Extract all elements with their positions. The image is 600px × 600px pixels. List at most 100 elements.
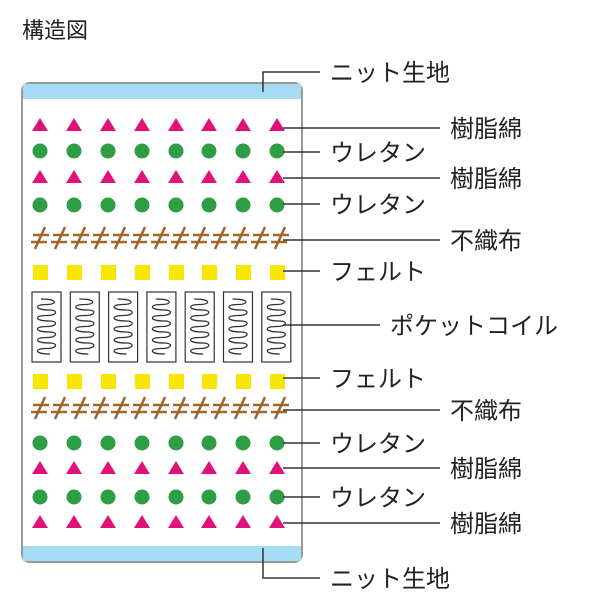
layer-label: ウレタン [330, 191, 426, 219]
circle-mark [168, 143, 184, 159]
hash-mark [271, 226, 289, 250]
layer-circle: ウレタン [32, 191, 426, 219]
circle-mark [201, 197, 217, 213]
circle-mark [134, 435, 150, 451]
coil-box [107, 291, 139, 363]
square-mark [236, 265, 251, 280]
hash-mark [131, 396, 149, 420]
hash-mark [231, 396, 249, 420]
layer-triangle: 樹脂綿 [32, 455, 522, 483]
hash-mark [71, 396, 89, 420]
hash-mark [191, 396, 209, 420]
hash-mark [231, 226, 249, 250]
triangle-mark [134, 515, 150, 528]
layer-triangle: 樹脂綿 [32, 165, 522, 193]
circle-mark [100, 197, 116, 213]
hash-mark [211, 226, 229, 250]
circle-mark [168, 489, 184, 505]
spring-icon [36, 298, 57, 355]
layer-triangle: 樹脂綿 [32, 115, 522, 143]
layer-hash: 不織布 [31, 396, 522, 425]
hash-mark [51, 226, 69, 250]
circle-mark [134, 143, 150, 159]
hash-mark [211, 396, 229, 420]
hash-mark [271, 396, 289, 420]
square-mark [202, 265, 217, 280]
triangle-mark [66, 461, 82, 474]
triangle-mark [201, 515, 217, 528]
square-mark [33, 374, 48, 389]
triangle-mark [201, 461, 217, 474]
circle-mark [32, 489, 48, 505]
layer-knit: ニット生地 [23, 59, 450, 99]
hash-mark [51, 396, 69, 420]
circle-mark [235, 143, 251, 159]
triangle-mark [134, 170, 150, 183]
layer-circle: ウレタン [32, 139, 426, 167]
layer-square: フェルト [33, 258, 426, 286]
triangle-mark [269, 170, 285, 183]
square-mark [67, 265, 82, 280]
hash-mark [91, 396, 109, 420]
hash-mark [111, 396, 129, 420]
circle-mark [201, 489, 217, 505]
layer-knit: ニット生地 [23, 546, 450, 593]
circle-mark [32, 143, 48, 159]
triangle-mark [66, 170, 82, 183]
hash-mark [251, 396, 269, 420]
square-mark [169, 374, 184, 389]
circle-mark [100, 435, 116, 451]
layer-label: ウレタン [330, 484, 426, 512]
triangle-mark [235, 461, 251, 474]
triangle-mark [168, 170, 184, 183]
square-mark [67, 374, 82, 389]
layer-label: ニット生地 [330, 59, 450, 87]
hash-mark [171, 396, 189, 420]
layer-label: 樹脂綿 [450, 455, 522, 483]
square-mark [135, 265, 150, 280]
circle-mark [100, 143, 116, 159]
spring-icon [266, 298, 286, 355]
triangle-mark [66, 118, 82, 131]
triangle-mark [32, 515, 48, 528]
layer-label: 樹脂綿 [450, 165, 522, 193]
circle-mark [269, 489, 285, 505]
square-mark [202, 374, 217, 389]
diagram-title: 構造図 [22, 19, 88, 44]
triangle-mark [66, 515, 82, 528]
layer-hash: 不織布 [31, 226, 522, 255]
hash-mark [31, 396, 49, 420]
triangle-mark [269, 461, 285, 474]
triangle-mark [235, 515, 251, 528]
triangle-mark [235, 118, 251, 131]
hash-mark [111, 226, 129, 250]
circle-mark [134, 197, 150, 213]
hash-mark [31, 226, 49, 250]
spring-icon [75, 298, 95, 355]
spring-icon [113, 298, 133, 355]
layer-label: ポケットコイル [390, 312, 558, 340]
spring-icon [190, 298, 210, 355]
circle-mark [168, 197, 184, 213]
circle-mark [235, 197, 251, 213]
hash-mark [251, 226, 269, 250]
layer-label: ニット生地 [330, 565, 450, 593]
hash-mark [151, 226, 169, 250]
layer-label: 不織布 [450, 227, 522, 255]
circle-mark [66, 435, 82, 451]
circle-mark [269, 143, 285, 159]
hash-mark [151, 396, 169, 420]
square-mark [169, 265, 184, 280]
square-mark [101, 265, 116, 280]
triangle-mark [32, 118, 48, 131]
leader-line [262, 548, 320, 579]
triangle-mark [100, 515, 116, 528]
hash-mark [171, 226, 189, 250]
circle-mark [66, 197, 82, 213]
spring-icon [228, 298, 248, 355]
layer-circle: ウレタン [32, 430, 426, 458]
square-mark [101, 374, 116, 389]
knit-band [23, 546, 301, 561]
hash-mark [71, 226, 89, 250]
